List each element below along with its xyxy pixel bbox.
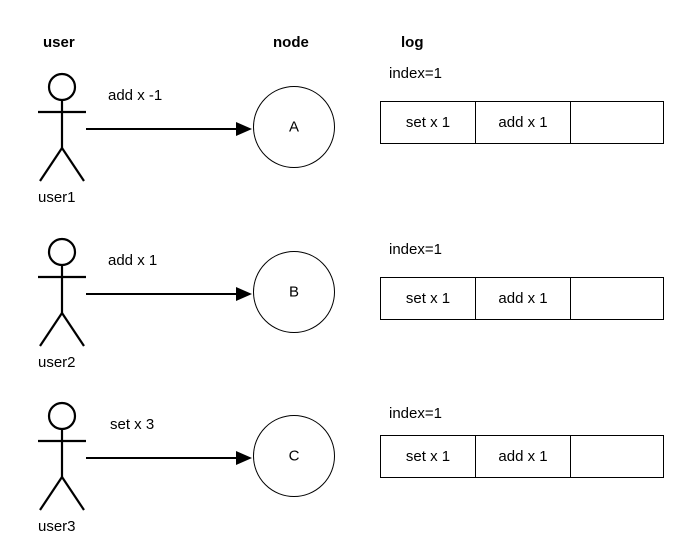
- arrow-user3-to-c: [86, 451, 252, 465]
- index-label-row-3: index=1: [389, 405, 442, 422]
- index-label-row-1: index=1: [389, 65, 442, 82]
- arrow-user2-to-b: [86, 287, 252, 301]
- actor-stick-figure-user1: [38, 72, 86, 182]
- actor-label-user3: user3: [38, 518, 76, 535]
- column-header-user: user: [43, 34, 75, 51]
- column-header-node: node: [273, 34, 309, 51]
- node-letter-c: C: [288, 447, 300, 465]
- arrow-user1-to-a: [86, 122, 252, 136]
- actor-stick-figure-user3: [38, 401, 86, 511]
- edge-label-user3-to-c: set x 3: [110, 416, 155, 433]
- log-cell-entry-empty: [571, 102, 662, 143]
- log-cell-entry-empty: [571, 436, 662, 477]
- log-cell-entry: add x 1: [476, 278, 571, 319]
- actor-label-user1: user1: [38, 189, 76, 206]
- actor-label-user2: user2: [38, 354, 76, 371]
- node-letter-a: A: [288, 118, 299, 136]
- node-circle-c: C: [253, 415, 335, 497]
- column-header-log: log: [401, 34, 424, 51]
- edge-label-user1-to-a: add x -1: [108, 87, 163, 104]
- log-cell-entry: set x 1: [381, 436, 476, 477]
- log-table-row-3: set x 1 add x 1: [380, 435, 664, 478]
- log-cell-entry: set x 1: [381, 102, 476, 143]
- log-cell-entry: add x 1: [476, 436, 571, 477]
- log-cell-entry: add x 1: [476, 102, 571, 143]
- index-label-row-2: index=1: [389, 241, 442, 258]
- edge-label-user2-to-b: add x 1: [108, 252, 158, 269]
- actor-stick-figure-user2: [38, 237, 86, 347]
- log-cell-entry-empty: [571, 278, 662, 319]
- log-table-row-1: set x 1 add x 1: [380, 101, 664, 144]
- node-circle-b: B: [253, 251, 335, 333]
- log-cell-entry: set x 1: [381, 278, 476, 319]
- node-circle-a: A: [253, 86, 335, 168]
- log-table-row-2: set x 1 add x 1: [380, 277, 664, 320]
- node-letter-b: B: [288, 283, 299, 301]
